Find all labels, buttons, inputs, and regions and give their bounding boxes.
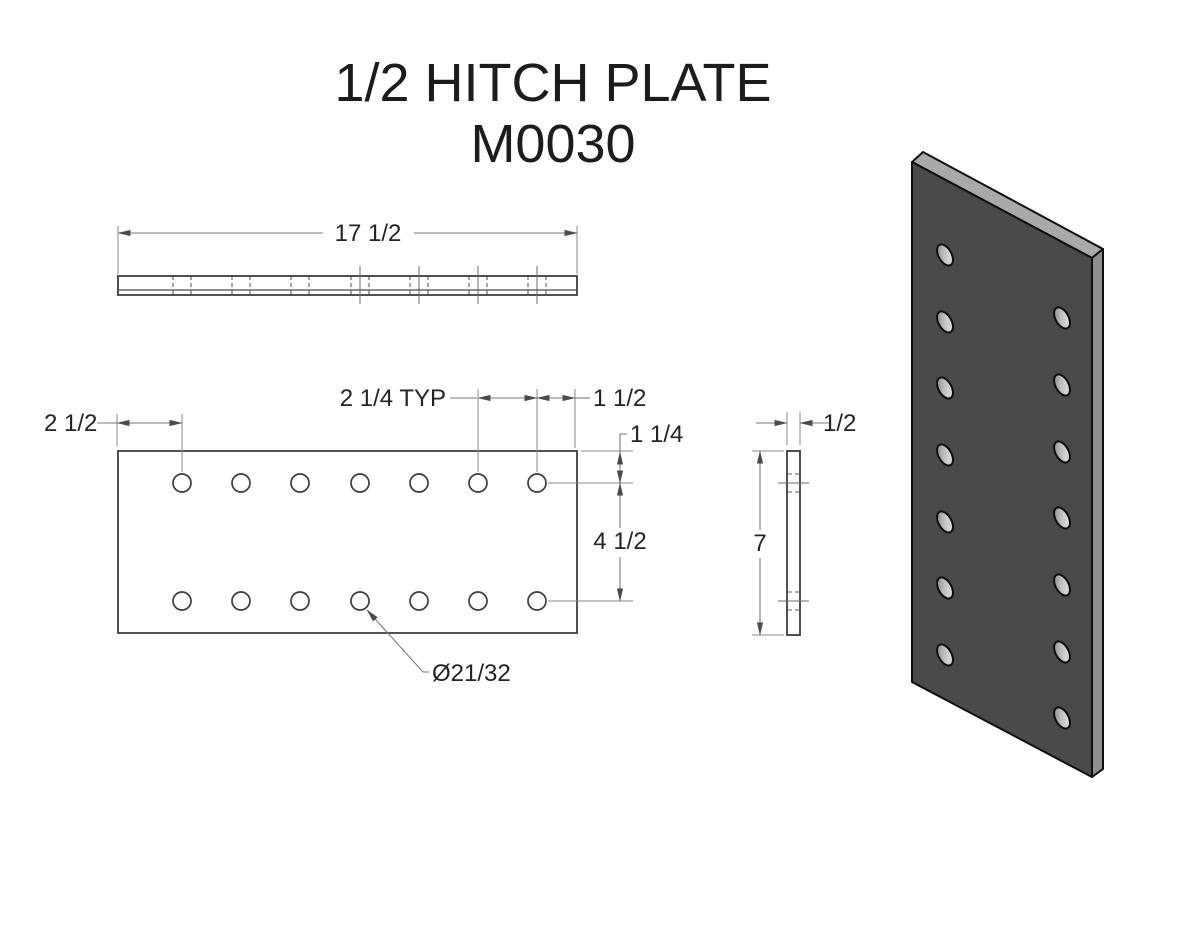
hole [290, 591, 310, 611]
front-view-holes-row2 [172, 591, 547, 611]
top-view-outline [117, 275, 578, 296]
front-view: 2 1/2 2 1/4 TYP 1 1/2 1 1/4 4 1/2 Ø21/32 [44, 385, 683, 687]
top-view: 17 1/2 [117, 220, 578, 304]
side-view-outline [786, 450, 801, 636]
title-block: 1/2 HITCH PLATE M0030 [334, 53, 771, 174]
hole-spacing-label: 2 1/4 TYP [340, 385, 446, 412]
hole [1053, 640, 1071, 664]
iso-front-face [911, 161, 1093, 778]
front-view-outline [117, 450, 578, 634]
hole [936, 576, 954, 600]
hole-diameter-label: Ø21/32 [432, 660, 511, 687]
hole [1053, 573, 1071, 597]
hole [1053, 506, 1071, 530]
front-view-holes-row1 [172, 473, 547, 493]
top-view-hidden-lines [172, 276, 547, 295]
hole [936, 510, 954, 534]
hole [409, 591, 429, 611]
hole [350, 591, 370, 611]
side-view: 1/2 7 [752, 410, 856, 636]
leader-line [619, 433, 627, 452]
hole [936, 443, 954, 467]
top-margin-label: 1 1/4 [630, 421, 683, 448]
hole [1053, 373, 1071, 397]
hole [409, 473, 429, 493]
hole [290, 473, 310, 493]
part-number: M0030 [470, 114, 635, 174]
hole [1053, 306, 1071, 330]
hole [231, 591, 251, 611]
hole [172, 591, 192, 611]
top-view-center-lines [359, 266, 538, 304]
iso-holes-left-column [936, 243, 954, 667]
hole [527, 473, 547, 493]
hole [936, 643, 954, 667]
thickness-label: 1/2 [823, 410, 856, 437]
hole [468, 473, 488, 493]
hole [936, 243, 954, 267]
hole [936, 376, 954, 400]
iso-side-face [1091, 248, 1104, 778]
overall-width-label: 17 1/2 [335, 220, 402, 247]
hole [527, 591, 547, 611]
isometric-view [911, 151, 1104, 778]
edge-to-first-hole-label: 2 1/2 [44, 410, 97, 437]
hole [936, 310, 954, 334]
drawing-title: 1/2 HITCH PLATE [334, 53, 771, 113]
hole [1053, 706, 1071, 730]
hole [231, 473, 251, 493]
last-hole-to-edge-label: 1 1/2 [593, 385, 646, 412]
hole [172, 473, 192, 493]
hole [468, 591, 488, 611]
plate-height-label: 7 [753, 530, 766, 557]
side-view-hidden-lines [788, 473, 799, 611]
iso-holes-right-column [1053, 306, 1071, 730]
leader-line [366, 609, 429, 673]
hole [350, 473, 370, 493]
row-spacing-label: 4 1/2 [593, 528, 646, 555]
side-view-center-lines [778, 482, 809, 602]
hole [1053, 440, 1071, 464]
